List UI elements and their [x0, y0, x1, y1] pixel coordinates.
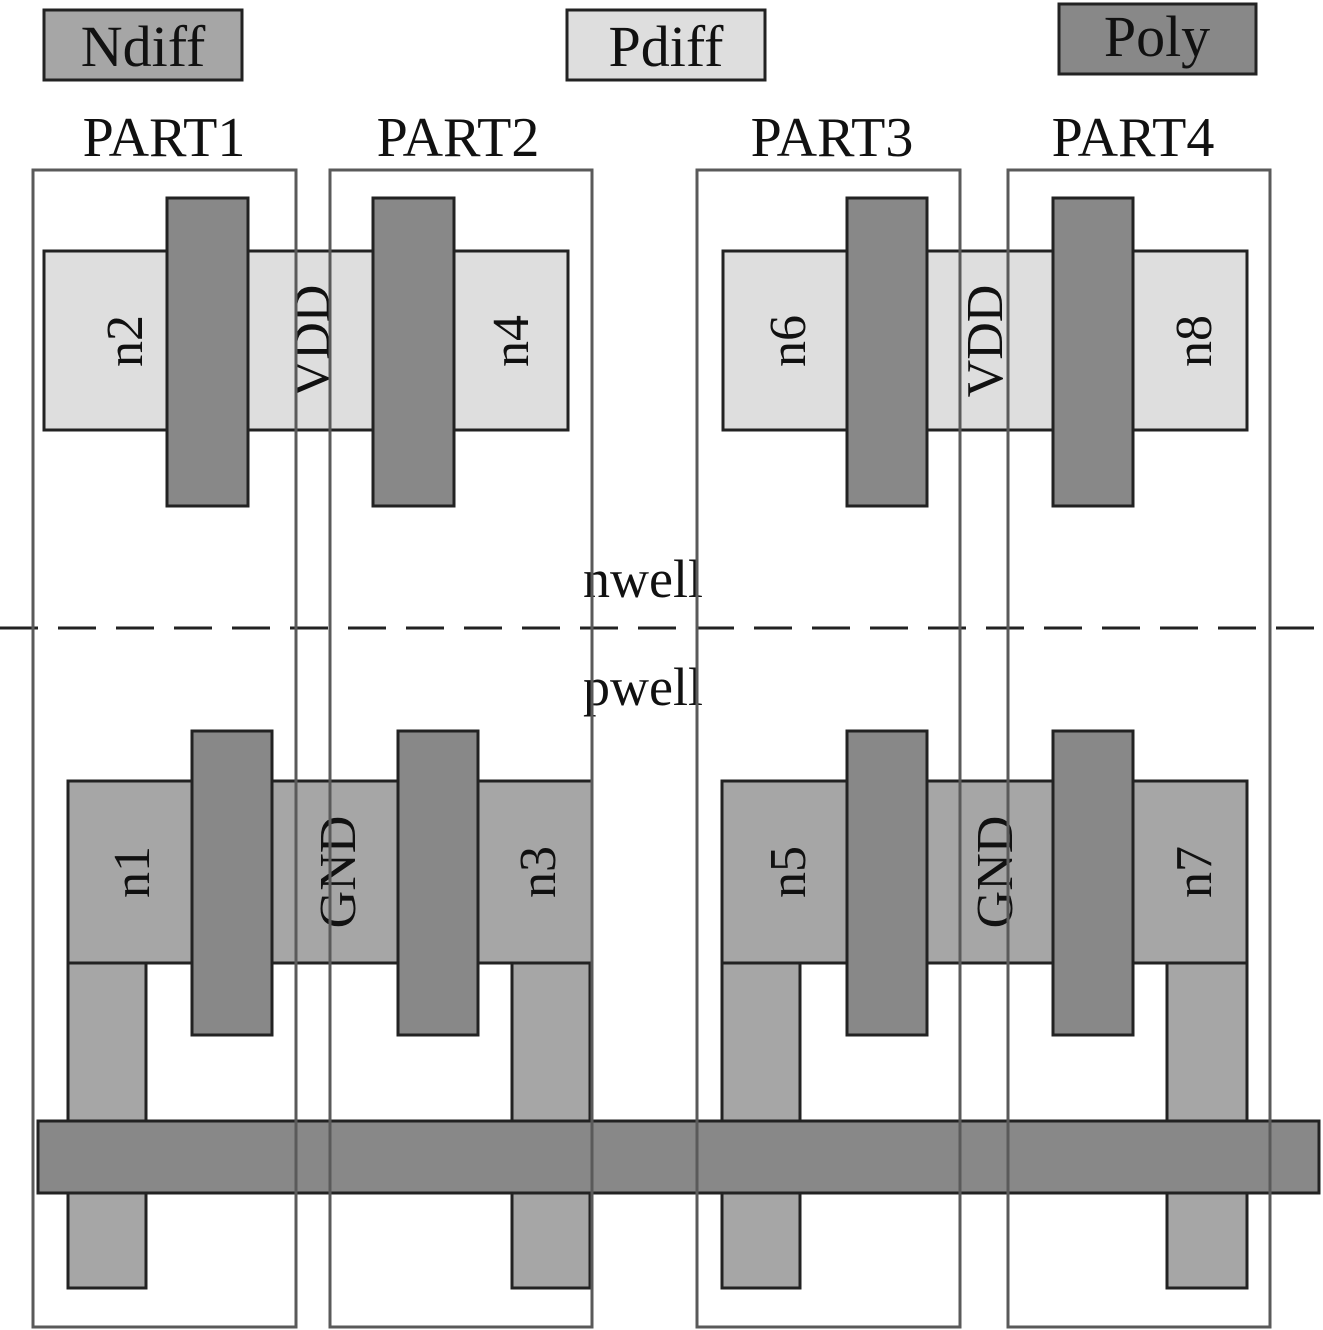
- poly-gate-n1: [190, 729, 274, 1037]
- node-label-n5: n5: [760, 846, 817, 898]
- poly-gate-p1: [165, 196, 250, 508]
- node-label-n2: n2: [97, 315, 154, 367]
- legend-pdiff-label: Pdiff: [609, 14, 725, 79]
- part-title-2: PART2: [377, 107, 540, 169]
- poly-gate-n3: [845, 729, 929, 1037]
- partition-box-part1: [31, 168, 298, 1329]
- part-titles: PART1 PART2 PART3 PART4: [83, 107, 1215, 169]
- poly-gate-n4: [1051, 729, 1135, 1037]
- legend: Ndiff Pdiff Poly: [42, 2, 1258, 82]
- node-label-gnd-right: GND: [967, 816, 1024, 929]
- node-label-vdd-left: VDD: [284, 285, 341, 398]
- pwell-label: pwell: [583, 657, 703, 717]
- node-label-gnd-left: GND: [310, 816, 367, 929]
- poly-gates: [165, 196, 1135, 1037]
- part-title-4: PART4: [1052, 107, 1215, 169]
- ndiff-right-strip: [720, 779, 1249, 965]
- legend-ndiff-label: Ndiff: [81, 14, 206, 79]
- node-label-n4: n4: [483, 315, 540, 367]
- legend-poly-label: Poly: [1104, 4, 1210, 69]
- poly-gate-p3: [845, 196, 929, 508]
- partition-box-part4: [1006, 168, 1272, 1329]
- nwell-label: nwell: [583, 549, 703, 609]
- poly-bus: [36, 1119, 1321, 1195]
- poly-gate-n2: [396, 729, 480, 1037]
- part-title-3: PART3: [751, 107, 914, 169]
- partition-boxes: [31, 168, 1272, 1329]
- legend-pdiff-swatch: [565, 8, 767, 82]
- legend-poly-swatch: [1057, 2, 1258, 76]
- node-label-n6: n6: [760, 315, 817, 367]
- poly-gate-p2: [371, 196, 456, 508]
- poly-gate-p4: [1051, 196, 1135, 508]
- legend-ndiff-swatch: [42, 8, 244, 82]
- node-label-vdd-right: VDD: [957, 285, 1014, 398]
- node-label-n7: n7: [1166, 846, 1223, 898]
- node-label-n3: n3: [510, 846, 567, 898]
- part-title-1: PART1: [83, 107, 246, 169]
- node-labels: n2 VDD n4 n6 VDD n8 n1 GND n3 n5 GND n7: [97, 285, 1223, 929]
- partition-box-part3: [695, 168, 962, 1329]
- pdiff-right: [721, 249, 1249, 432]
- node-label-n1: n1: [104, 846, 161, 898]
- partition-box-part2: [328, 168, 594, 1329]
- pdiff-left: [42, 249, 570, 432]
- pdiff-regions: [42, 249, 1249, 432]
- node-label-n8: n8: [1166, 315, 1223, 367]
